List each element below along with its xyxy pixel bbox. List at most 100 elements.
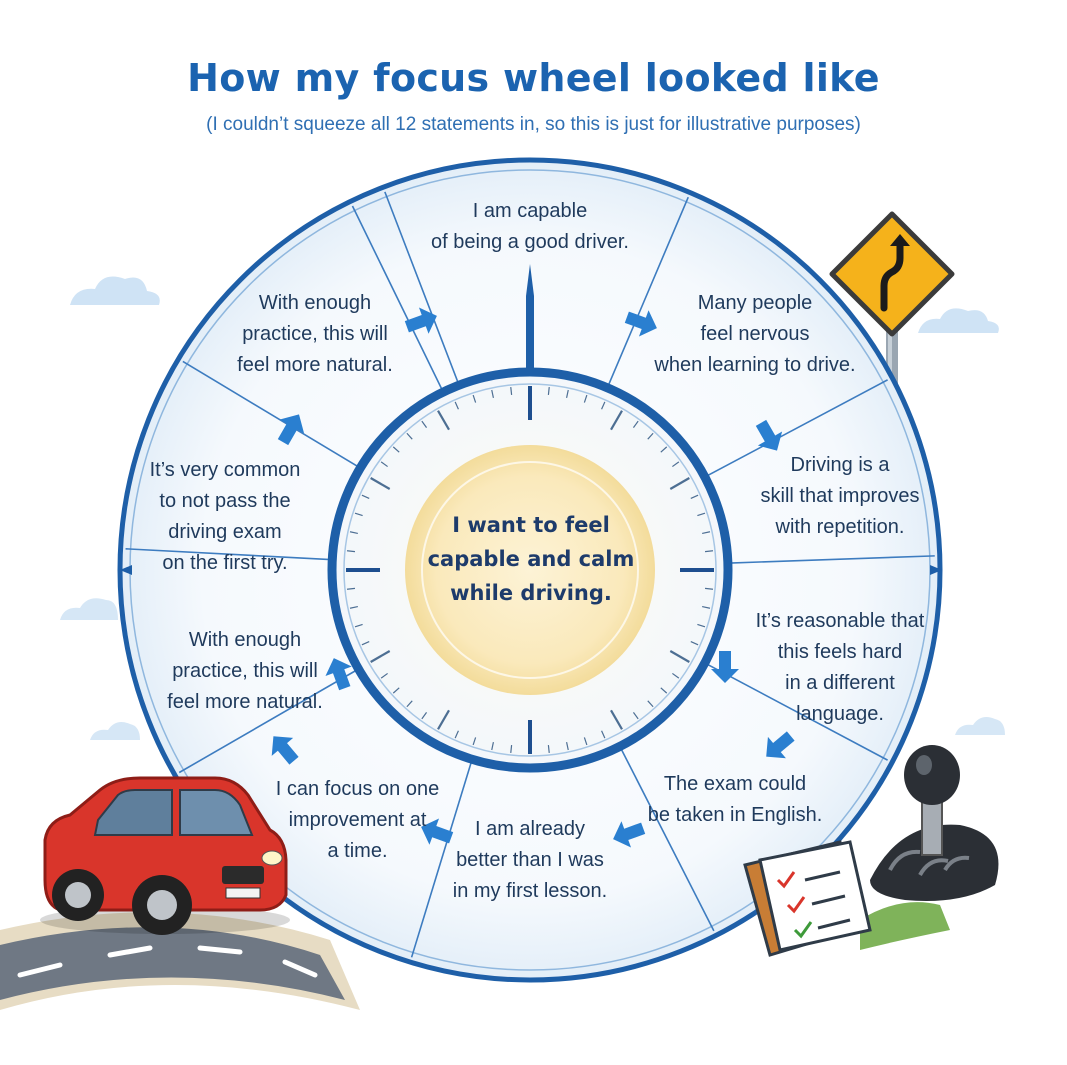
- segment-divider: [178, 669, 358, 774]
- segment-divider: [706, 663, 888, 761]
- dial-tick: [669, 650, 690, 663]
- cloud-icon: [90, 722, 140, 740]
- dial-tick: [406, 432, 413, 440]
- dial-tick: [690, 494, 699, 499]
- dial-tick: [354, 512, 363, 517]
- segment-left-lower: With enough practice, this will feel mor…: [167, 629, 323, 713]
- dial-tick: [601, 401, 606, 410]
- dial-tick: [647, 432, 654, 440]
- arrow-icon: [421, 818, 454, 845]
- segment-bottom: I am already better than I was in my fir…: [452, 818, 608, 902]
- dial-tick: [491, 389, 494, 398]
- dial-tick: [454, 401, 459, 410]
- gear-shift-icon: [870, 745, 999, 901]
- dial-tick: [361, 641, 370, 646]
- arrow-icon: [404, 307, 437, 334]
- segment-divider: [384, 191, 460, 384]
- dial-tick: [510, 386, 513, 396]
- segment-divider: [351, 205, 444, 391]
- segment-divider: [620, 747, 715, 932]
- dial-tick: [704, 587, 714, 590]
- dial-tick: [702, 606, 711, 609]
- dial-tick: [380, 672, 388, 679]
- arrow-icon: [277, 414, 305, 446]
- dial-tick: [370, 477, 391, 490]
- dial-tick: [647, 700, 654, 708]
- dial-tick: [660, 687, 668, 694]
- road-sign-icon: [829, 211, 955, 390]
- needle-top: [526, 264, 534, 372]
- dial-tick: [346, 587, 356, 590]
- dial-tick: [697, 512, 706, 517]
- dial-tick: [346, 550, 356, 553]
- dial-tick: [437, 709, 450, 730]
- dial-tick: [672, 672, 680, 679]
- dial-tick: [421, 420, 428, 428]
- dial-tick: [349, 606, 358, 609]
- dial-tick: [406, 700, 413, 708]
- arrow-icon: [325, 658, 352, 691]
- dial-tick: [583, 737, 588, 746]
- segment-right-upper: Driving is a skill that improves with re…: [760, 454, 920, 538]
- segment-bottom-left: I can focus on one improvement at a time…: [275, 778, 440, 862]
- dial-tick: [547, 744, 550, 754]
- segment-divider: [729, 555, 935, 564]
- dial-tick: [361, 494, 370, 499]
- dial-tick: [392, 687, 400, 694]
- pointer-right: [930, 565, 942, 575]
- dial-tick: [392, 446, 400, 453]
- dial-tick: [380, 461, 388, 468]
- dial-tick: [632, 712, 639, 720]
- segment-divider: [125, 548, 331, 561]
- dial-tick: [491, 742, 494, 751]
- arrow-icon: [613, 821, 646, 848]
- cloud-icon: [70, 276, 160, 305]
- dial-tick: [370, 650, 391, 663]
- segment-divider: [410, 761, 473, 958]
- car-icon: [40, 776, 290, 935]
- dial-tick: [566, 742, 569, 751]
- dial-ticks: [346, 386, 714, 754]
- segment-top: I am capable of being a good driver.: [431, 200, 629, 253]
- dial-tick: [472, 737, 477, 746]
- segment-right-lower: It’s reasonable that this feels hard in …: [755, 610, 925, 725]
- cloud-icon: [918, 308, 999, 333]
- segment-top-left: With enough practice, this will feel mor…: [237, 292, 393, 376]
- dial-tick: [454, 730, 459, 739]
- dial-tick: [672, 461, 680, 468]
- center-intention: I want to feel capable and calm while dr…: [427, 513, 635, 605]
- segment-arrows: [271, 307, 795, 848]
- dial-tick: [697, 623, 706, 628]
- arrow-icon: [271, 736, 299, 765]
- dial-tick: [660, 446, 668, 453]
- dial-tick: [610, 410, 623, 431]
- road-icon: [0, 912, 360, 1010]
- dial-tick: [704, 550, 714, 553]
- segment-divider: [706, 379, 888, 477]
- pointer-left: [120, 565, 132, 575]
- dial-tick: [702, 531, 711, 534]
- dial-tick: [632, 420, 639, 428]
- page-title: How my focus wheel looked like: [187, 56, 880, 100]
- dial-tick: [421, 712, 428, 720]
- dial-tick: [472, 394, 477, 403]
- dial-tick: [354, 623, 363, 628]
- dial-tick: [349, 531, 358, 534]
- page-subtitle: (I couldn’t squeeze all 12 statements in…: [206, 114, 861, 135]
- dial-tick: [583, 394, 588, 403]
- dial-tick: [601, 730, 606, 739]
- checklist-icon: [743, 840, 950, 957]
- segment-divider: [182, 360, 359, 468]
- segment-bottom-right: The exam could be taken in English.: [647, 773, 823, 826]
- dial-tick: [690, 641, 699, 646]
- dial-tick: [437, 410, 450, 431]
- dial-tick: [510, 744, 513, 754]
- cloud-icon: [955, 717, 1005, 735]
- dial-tick: [669, 477, 690, 490]
- segment-top-right: Many people feel nervous when learning t…: [654, 292, 856, 376]
- dial-tick: [566, 389, 569, 398]
- segment-divider: [607, 196, 689, 387]
- segment-dividers: [125, 191, 935, 958]
- dial-tick: [547, 386, 550, 396]
